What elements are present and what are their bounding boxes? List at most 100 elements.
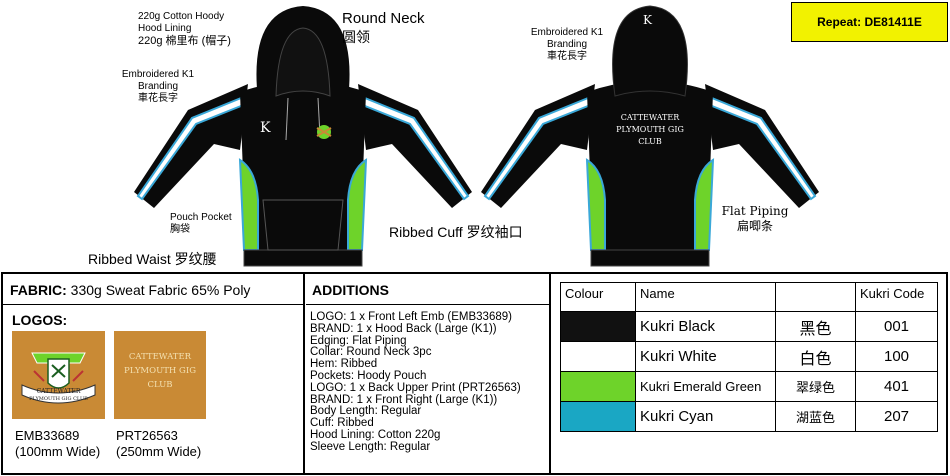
pouch-pocket-label: Pouch Pocket 胸袋 xyxy=(170,212,232,236)
flat-piping-cn: 扁唧条 xyxy=(736,219,773,233)
colour-swatch xyxy=(560,401,636,432)
fabric-label: FABRIC: xyxy=(10,282,67,298)
colour-name-cn: 黑色 xyxy=(775,311,856,342)
addition-item: Body Length: Regular xyxy=(310,405,422,418)
back-branding-en: Embroidered K1 Branding xyxy=(530,27,604,50)
front-branding-en: Embroidered K1 Branding xyxy=(121,69,195,92)
header-kukri-code: Kukri Code xyxy=(855,282,938,312)
emb33689-crest: CATTEWATER PLYMOUTH GIG CLUB xyxy=(21,352,96,404)
ribbed-waist-en: Ribbed Waist xyxy=(88,251,171,267)
addition-item: Pockets: Hoody Pouch xyxy=(310,369,427,382)
pouch-pocket-cn: 胸袋 xyxy=(170,224,190,235)
front-club-logo xyxy=(316,125,332,139)
pouch-pocket-en: Pouch Pocket xyxy=(170,212,232,223)
back-left-panel-green xyxy=(585,158,606,251)
addition-item: Cuff: Ribbed xyxy=(310,417,374,430)
header-chinese xyxy=(775,282,856,312)
front-pouch xyxy=(262,199,344,251)
front-hood-opening xyxy=(275,27,331,97)
table-row: Kukri Cyan 湖蓝色 207 xyxy=(560,401,938,432)
front-right-panel-green xyxy=(347,158,368,251)
frame-bottom-border xyxy=(1,473,948,475)
emb33689-banner-line-2: PLYMOUTH GIG CLUB xyxy=(29,396,88,402)
ribbed-waist-cn: 罗纹腰 xyxy=(174,251,217,267)
addition-item: Collar: Round Neck 3pc xyxy=(310,346,432,359)
frame-right-border xyxy=(946,272,948,475)
header-colour: Colour xyxy=(560,282,636,312)
colour-swatch xyxy=(560,311,636,342)
addition-item: BRAND: 1 x Front Right (Large (K1)) xyxy=(310,393,498,406)
colour-code: 001 xyxy=(855,311,938,342)
fabric-value: 330g Sweat Fabric 65% Poly xyxy=(70,282,251,298)
ribbed-cuff-label: Ribbed Cuff 罗纹袖口 xyxy=(389,223,523,241)
colour-name: Kukri Cyan xyxy=(635,401,776,432)
front-branding-cn: 車花長字 xyxy=(138,93,178,104)
column-divider-2 xyxy=(549,272,551,475)
additions-title: ADDITIONS xyxy=(312,282,389,298)
logo-size: (100mm Wide) xyxy=(15,444,101,459)
column-divider-1 xyxy=(303,272,305,475)
back-branding-cn: 車花長字 xyxy=(547,51,587,62)
table-row: Kukri Black 黑色 001 xyxy=(560,311,938,342)
ribbed-waist-label: Ribbed Waist 罗纹腰 xyxy=(88,250,217,268)
ribbed-cuff-cn: 罗纹袖口 xyxy=(466,224,523,240)
hood-lining-label: 220g Cotton Hoody Hood Lining 220g 棉里布 (… xyxy=(138,11,231,47)
colour-name-cn: 湖蓝色 xyxy=(775,401,856,432)
addition-item: Edging: Flat Piping xyxy=(310,334,407,347)
back-waistband xyxy=(590,249,710,267)
flat-piping-en: Flat Piping xyxy=(721,204,789,218)
front-k1-mark: K xyxy=(260,120,271,136)
fabric-underline xyxy=(3,304,303,305)
round-neck-cn: 圆领 xyxy=(342,29,370,45)
colour-name: Kukri White xyxy=(635,341,776,372)
additions-underline xyxy=(306,304,550,305)
hood-lining-en: 220g Cotton Hoody Hood Lining xyxy=(138,11,225,34)
addition-item: Hood Lining: Cotton 220g xyxy=(310,428,441,441)
colour-table-header: Colour Name Kukri Code xyxy=(560,282,938,312)
colour-code: 207 xyxy=(855,401,938,432)
colour-name-cn: 翠绿色 xyxy=(775,371,856,402)
front-drawcord-left xyxy=(285,97,289,141)
addition-item: LOGO: 1 x Front Left Emb (EMB33689) xyxy=(310,311,512,323)
prt26563-line-1: CATTEWATER xyxy=(129,352,192,362)
logo-caption-prt26563: PRT26563 (250mm Wide) xyxy=(116,428,201,460)
addition-item: Hem: Ribbed xyxy=(310,358,378,371)
addition-item: BRAND: 1 x Hood Back (Large (K1)) xyxy=(310,322,497,335)
frame-left-border xyxy=(1,272,3,475)
back-hood-k1-mark: K xyxy=(643,13,653,27)
colour-swatch xyxy=(560,371,636,402)
colour-name: Kukri Black xyxy=(635,311,776,342)
back-print-line-1: CATTEWATER xyxy=(621,113,680,122)
addition-item: Sleeve Length: Regular xyxy=(310,440,431,453)
prt26563-print: CATTEWATER PLYMOUTH GIG CLUB xyxy=(124,352,196,390)
flat-piping-label: Flat Piping 扁唧条 xyxy=(718,204,792,234)
colour-code: 100 xyxy=(855,341,938,372)
table-row: Kukri Emerald Green 翠绿色 401 xyxy=(560,371,938,402)
header-name: Name xyxy=(635,282,776,312)
logo-tile-emb33689: CATTEWATER PLYMOUTH GIG CLUB xyxy=(12,331,105,419)
table-row: Kukri White 白色 100 xyxy=(560,341,938,372)
prt26563-line-3: CLUB xyxy=(147,380,172,390)
repeat-code-badge: Repeat: DE81411E xyxy=(791,2,948,42)
back-print-line-3: CLUB xyxy=(638,137,662,146)
emb33689-banner-line-1: CATTEWATER xyxy=(37,388,81,395)
round-neck-label: Round Neck 圆领 xyxy=(342,10,425,46)
back-upper-print: CATTEWATER PLYMOUTH GIG CLUB xyxy=(616,113,684,146)
colour-name: Kukri Emerald Green xyxy=(635,371,776,402)
front-branding-label: Embroidered K1 Branding 車花長字 xyxy=(118,69,198,105)
logo-code: EMB33689 xyxy=(15,428,80,443)
logo-size: (250mm Wide) xyxy=(116,444,202,459)
logos-title: LOGOS: xyxy=(12,312,68,328)
front-left-panel-green xyxy=(238,158,259,251)
back-branding-label: Embroidered K1 Branding 車花長字 xyxy=(527,27,607,63)
addition-item: LOGO: 1 x Back Upper Print (PRT26563) xyxy=(310,381,521,394)
additions-list: LOGO: 1 x Front Left Emb (EMB33689) BRAN… xyxy=(310,311,521,454)
hood-lining-cn: 220g 棉里布 (帽子) xyxy=(138,35,231,47)
section-divider xyxy=(1,272,948,274)
prt26563-line-2: PLYMOUTH GIG xyxy=(124,366,196,376)
logo-caption-emb33689: EMB33689 (100mm Wide) xyxy=(15,428,100,460)
logo-code: PRT26563 xyxy=(116,428,178,443)
back-print-line-2: PLYMOUTH GIG xyxy=(616,125,684,134)
colour-table: Colour Name Kukri Code Kukri Black 黑色 00… xyxy=(560,282,938,432)
